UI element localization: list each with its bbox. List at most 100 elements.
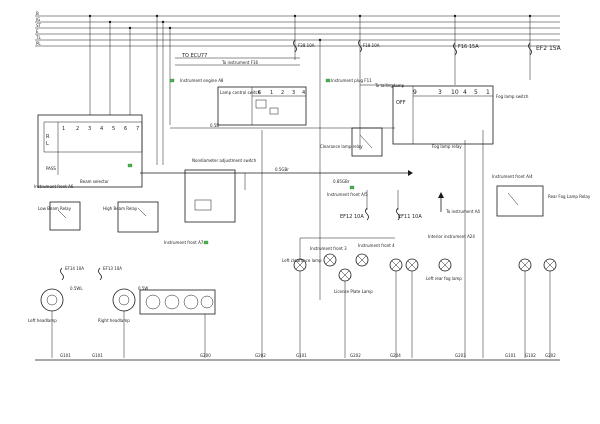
- svg-text:5: 5: [474, 89, 478, 96]
- svg-text:G101: G101: [505, 353, 516, 358]
- fuse-ef13: EF13 10A: [98, 266, 122, 281]
- indicator-lamp-box: [139, 289, 216, 315]
- svg-text:G200: G200: [200, 353, 211, 358]
- fog-lamp-relay-label: Fog lamp relay: [432, 144, 462, 149]
- to-ecu-label: TO ECU77: [181, 53, 207, 59]
- svg-text:G101: G101: [296, 353, 307, 358]
- wire-05w-label: 0.5W: [138, 286, 148, 291]
- svg-text:3: 3: [292, 90, 295, 96]
- bus-label-tl: TL: [35, 35, 41, 40]
- wire-05wl-label: 0.5WL: [70, 286, 83, 291]
- svg-text:1: 1: [486, 89, 490, 96]
- svg-text:EF13 10A: EF13 10A: [103, 266, 122, 271]
- fuse-ef14: EF14 10A: [60, 266, 84, 281]
- instrument-plug-label: Instrument plug F11: [331, 78, 372, 83]
- svg-text:6: 6: [258, 90, 261, 96]
- left-headlamp: Left headlamp: [28, 288, 64, 323]
- svg-text:4: 4: [463, 89, 467, 96]
- svg-text:Left rear fog lamp: Left rear fog lamp: [426, 276, 462, 281]
- svg-text:G101: G101: [92, 353, 103, 358]
- svg-text:4: 4: [302, 90, 305, 96]
- svg-text:Left headlamp: Left headlamp: [28, 318, 57, 323]
- fuse-ef11: EF11 10A: [396, 207, 422, 221]
- svg-text:6: 6: [124, 126, 127, 132]
- to-instrument-a4-label: To instrument A4: [445, 209, 480, 214]
- svg-text:EF14 10A: EF14 10A: [65, 266, 84, 271]
- svg-text:3: 3: [88, 126, 91, 132]
- wire-085gbr-label: 0.85GBr: [333, 179, 350, 184]
- to-tailing-lamp-label: To tailing lamp: [374, 83, 405, 88]
- svg-text:OFF: OFF: [396, 100, 406, 106]
- svg-text:3: 3: [438, 89, 442, 96]
- fuse-f16: F16 15A: [453, 42, 479, 56]
- to-instrument-f16-label: To instrument F16: [221, 60, 259, 65]
- svg-text:1: 1: [270, 90, 273, 96]
- svg-text:EF2 15A: EF2 15A: [536, 45, 562, 52]
- svg-text:F18 10A: F18 10A: [363, 43, 380, 48]
- svg-text:9: 9: [413, 89, 417, 96]
- ground-labels: G101 G101 G200 G202 G101 G202 G204 G203 …: [60, 353, 556, 358]
- wire-05b-label: 0.5B: [210, 123, 219, 128]
- svg-text:G202: G202: [350, 353, 361, 358]
- fuse-ef2: EF2 15A: [528, 42, 562, 56]
- svg-text:R: R: [46, 134, 50, 140]
- fuse-f18: F18 10A: [358, 39, 380, 53]
- fog-lamp-switch: 9 3 10 4 5 1 OFF Fog lamp switch: [392, 85, 529, 145]
- svg-text:G101: G101: [60, 353, 71, 358]
- svg-text:High Beam Relay: High Beam Relay: [103, 206, 138, 211]
- clearance-lamp-relay: Clearance lamp relay: [320, 127, 383, 157]
- power-bus: B IG ST E TL PL: [35, 11, 560, 47]
- svg-text:Clearance lamp relay: Clearance lamp relay: [320, 144, 363, 149]
- svg-text:Lamp control switch: Lamp control switch: [220, 90, 261, 95]
- wire-05gbr-label: 0.5GBr: [275, 167, 289, 172]
- rear-fog-lamp-relay: Rear Fog Lamp Relay: [496, 185, 591, 217]
- svg-text:Fog lamp switch: Fog lamp switch: [496, 94, 529, 99]
- svg-text:G202: G202: [255, 353, 266, 358]
- low-beam-relay: Low Beam Relay: [38, 201, 81, 231]
- svg-text:Right headlamp: Right headlamp: [98, 318, 130, 323]
- svg-text:F28 10A: F28 10A: [298, 43, 315, 48]
- bus-label-b: B: [36, 11, 39, 16]
- beam-selector: 1 2 3 4 5 6 7 R L PASS Beam selector: [37, 114, 143, 188]
- svg-text:G204: G204: [390, 353, 401, 358]
- instrument-front-a5-label: Instrument front A/5: [327, 192, 368, 197]
- svg-text:5: 5: [112, 126, 115, 132]
- fuse-f28: F28 10A: [293, 39, 315, 53]
- bus-label-e: E: [36, 29, 39, 34]
- instrument-front-a7-label: Instrument front A7: [164, 240, 204, 245]
- svg-text:G102: G102: [525, 353, 536, 358]
- svg-text:4: 4: [100, 126, 103, 132]
- bus-label-pl: PL: [36, 41, 41, 46]
- svg-text:Rear Fog Lamp Relay: Rear Fog Lamp Relay: [548, 194, 591, 199]
- svg-text:7: 7: [136, 126, 139, 132]
- svg-text:L: L: [46, 141, 49, 147]
- instrument-front-a4-label: Instrument front A/4: [492, 174, 533, 179]
- fuse-ef12: EF12 10A: [340, 207, 369, 221]
- svg-text:Nondiameter adjustment switch: Nondiameter adjustment switch: [192, 158, 257, 163]
- bus-label-ig: IG: [36, 17, 40, 22]
- svg-text:Low Beam Relay: Low Beam Relay: [38, 206, 72, 211]
- bus-label-st: ST: [36, 23, 42, 28]
- lamp-control-switch: Lamp control switch 6 1 2 3 4: [217, 86, 307, 126]
- svg-text:2: 2: [281, 90, 284, 96]
- svg-text:10: 10: [451, 89, 459, 96]
- instrument-front-4-label: Instrument front 4: [358, 243, 395, 248]
- svg-text:1: 1: [62, 126, 65, 132]
- svg-text:G203: G203: [455, 353, 466, 358]
- svg-text:License Plate Lamp: License Plate Lamp: [334, 289, 373, 294]
- clearance-lamps: Left clearance lamp License Plate Lamp L…: [282, 253, 557, 294]
- svg-text:EF11 10A: EF11 10A: [398, 214, 422, 220]
- svg-text:Left clearance lamp: Left clearance lamp: [282, 258, 322, 263]
- svg-text:2: 2: [76, 126, 79, 132]
- high-beam-relay: High Beam Relay: [103, 201, 159, 233]
- instrument-front-3-label: Instrument front 3: [310, 246, 347, 251]
- svg-text:F16 15A: F16 15A: [458, 44, 479, 50]
- interior-instrument-label: Interior instrument A24: [428, 234, 475, 239]
- svg-text:PASS: PASS: [46, 166, 56, 171]
- svg-text:Beam selector: Beam selector: [80, 179, 109, 184]
- instrument-front-a6-label: Instrument front A6: [34, 184, 74, 189]
- svg-text:G202: G202: [545, 353, 556, 358]
- right-headlamp: Right headlamp: [98, 288, 136, 323]
- svg-text:EF12 10A: EF12 10A: [340, 214, 364, 220]
